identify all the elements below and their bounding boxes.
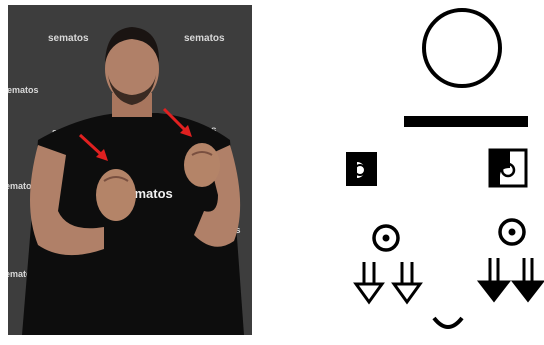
mouth-arc-symbol [432, 316, 464, 329]
right-arm [194, 145, 241, 247]
signwriting-drawing [346, 8, 544, 329]
right-hand-symbol-fill [491, 151, 510, 185]
signer-photo: sematos sematos sematos sematos sematos … [8, 5, 252, 335]
right-hand-symbol-ring [500, 162, 516, 178]
watermark-text: sematos [8, 269, 37, 279]
watermark-text: sematos [48, 33, 89, 44]
right-movement-arrows-symbol [476, 258, 544, 303]
left-arm [30, 145, 104, 256]
watermark-text: sematos [8, 181, 37, 191]
signer-head [105, 35, 159, 103]
left-thumb [103, 176, 129, 182]
left-hand-symbol-dot [354, 164, 366, 176]
signer-beard [108, 75, 156, 105]
signwriting-notation [340, 0, 544, 340]
shoulder-line-symbol [404, 116, 528, 127]
left-fist [96, 169, 136, 221]
watermark-text: sematos [184, 33, 225, 44]
right-pointer-arrow-head [180, 125, 192, 137]
left-movement-arrows-symbol [353, 262, 423, 305]
left-contact-dot [382, 234, 390, 242]
head-circle-symbol [422, 8, 502, 88]
signer-hair [105, 27, 160, 63]
right-thumb [191, 151, 213, 156]
right-hand-symbol [488, 148, 528, 188]
watermark-text: sematos [8, 85, 39, 95]
left-pointer-arrow-head [96, 149, 108, 161]
signer-photo-drawing: sematos sematos sematos sematos sematos … [8, 5, 252, 335]
right-contact-ring-symbol [498, 218, 526, 246]
right-contact-dot [508, 228, 516, 236]
right-fist [184, 143, 220, 187]
left-contact-ring-symbol [372, 224, 400, 252]
